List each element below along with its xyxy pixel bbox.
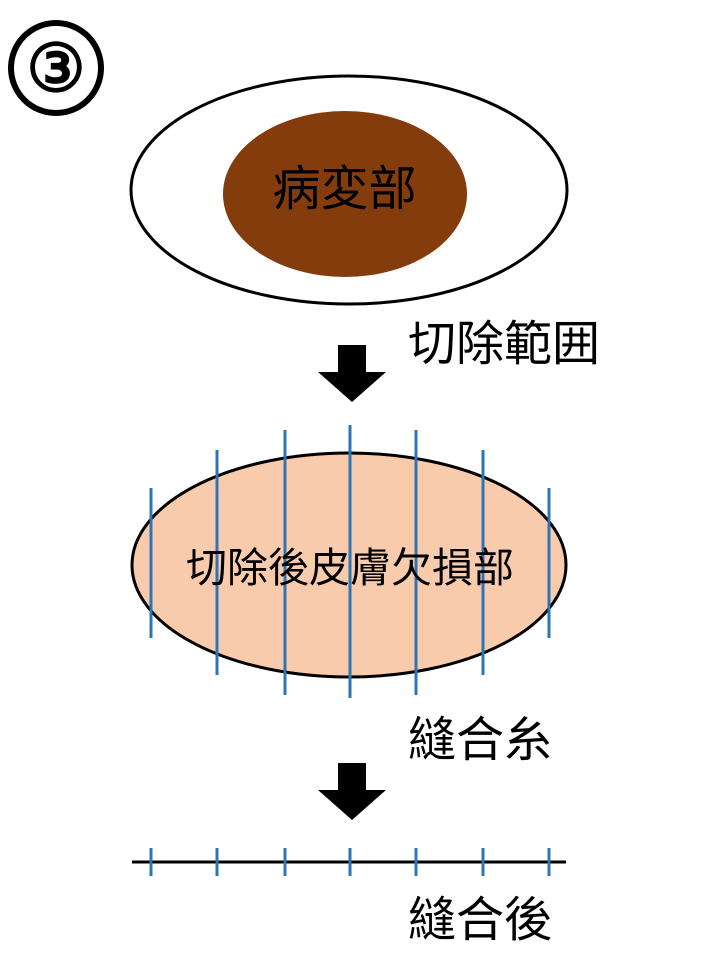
suture-thread-label: 縫合糸 xyxy=(408,712,553,768)
suture-threads xyxy=(149,425,551,698)
post-excision-defect-label: 切除後皮膚欠損部 xyxy=(186,544,514,592)
lesion-ellipse xyxy=(223,111,467,277)
after-suture-label: 縫合後 xyxy=(408,892,553,948)
suture-ticks xyxy=(149,848,551,876)
down-arrow-icon xyxy=(318,763,386,820)
excision-range-label: 切除範囲 xyxy=(408,316,601,372)
lesion-label: 病変部 xyxy=(272,161,417,217)
down-arrow-icon xyxy=(318,345,386,402)
step-number: ③ xyxy=(8,20,104,116)
